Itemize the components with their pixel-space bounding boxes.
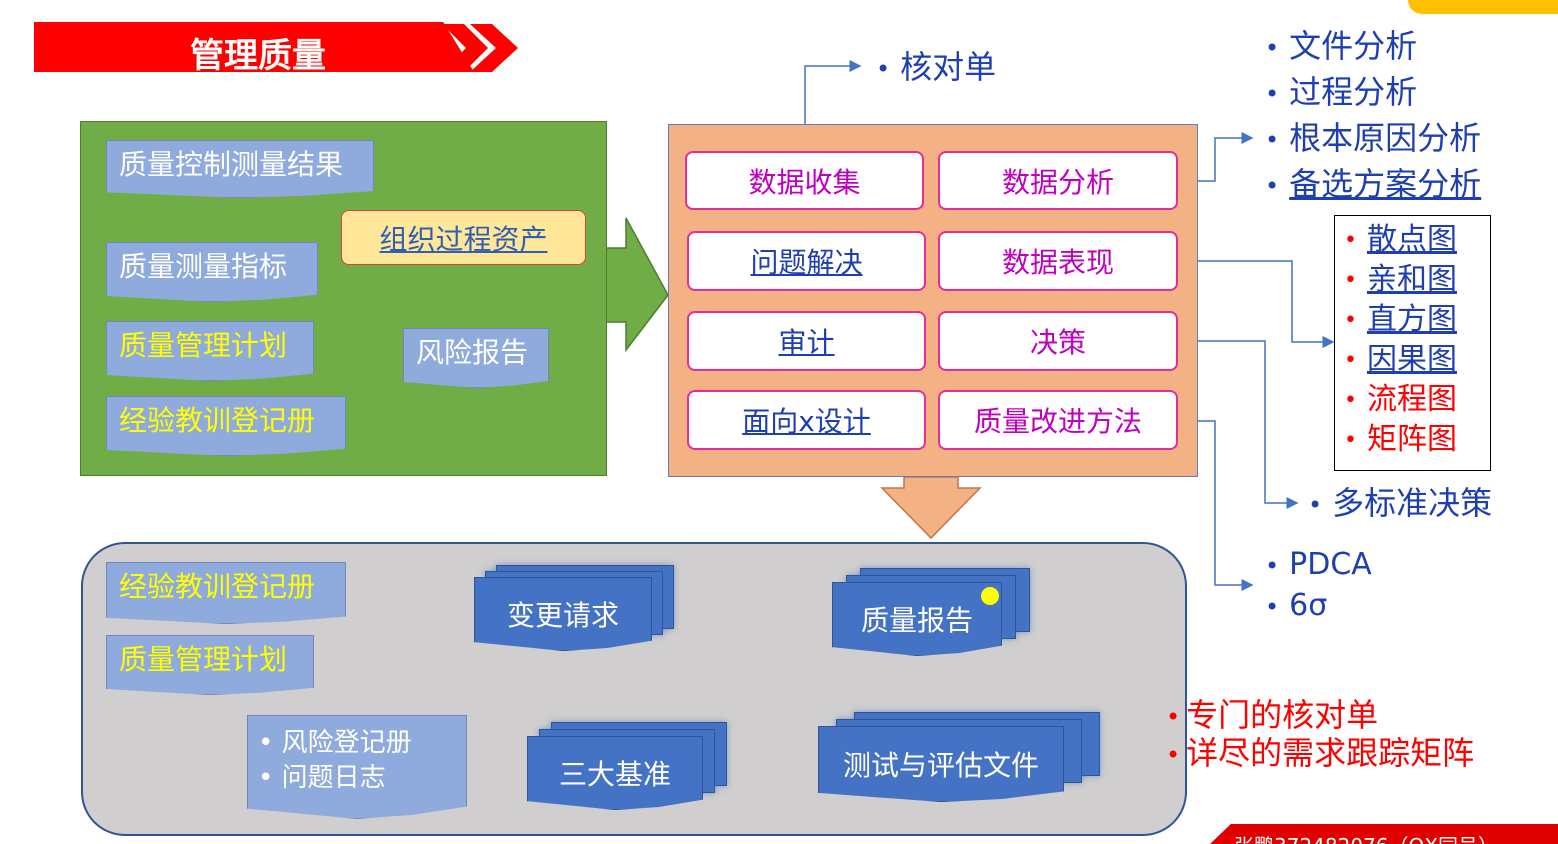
bullet-icon: • <box>1265 126 1280 154</box>
chart-item-affinity[interactable]: •亲和图 <box>1344 262 1457 297</box>
data-analysis-button[interactable]: 数据分析 <box>938 151 1178 210</box>
bullet-icon: • <box>1265 551 1280 580</box>
title-banner <box>34 22 474 72</box>
output-quality-management-plan: 质量管理计划 <box>106 635 314 695</box>
problem-solving-button[interactable]: 问题解决 <box>687 231 926 291</box>
input-quality-management-plan: 质量管理计划 <box>106 321 314 381</box>
bullet-icon: • <box>1265 172 1280 200</box>
bullet-icon: • <box>876 55 891 83</box>
analysis-item-document: •文件分析 <box>1265 27 1418 65</box>
change-request-docs: 变更请求 <box>474 565 674 651</box>
input-quality-control-measurements: 质量控制测量结果 <box>106 140 374 198</box>
bullet-icon: • <box>1265 592 1280 621</box>
page-title: 管理质量 <box>190 36 326 76</box>
test-evaluation-label: 测试与评估文件 <box>818 726 1064 802</box>
input-lessons-learned-register: 经验教训登记册 <box>106 396 346 456</box>
chart-item-scatter[interactable]: •散点图 <box>1344 222 1457 257</box>
bullet-icon: • <box>1166 703 1181 731</box>
input-risk-report: 风险报告 <box>403 328 549 388</box>
registers-doc: • 风险登记册 • 问题日志 <box>247 715 467 819</box>
bullet-icon: • <box>258 728 282 758</box>
output-lessons-learned-register: 经验教训登记册 <box>106 562 346 624</box>
bullet-icon: • <box>1344 427 1357 453</box>
test-evaluation-docs: 测试与评估文件 <box>818 712 1102 802</box>
highlight-dot-icon <box>981 587 999 605</box>
footer-tab: 张鹏372482076（QX同号） <box>1210 824 1558 844</box>
chart-item-histogram[interactable]: •直方图 <box>1344 302 1457 337</box>
audit-button[interactable]: 审计 <box>687 311 926 371</box>
chart-item-cause-effect[interactable]: •因果图 <box>1344 342 1457 377</box>
multi-criteria-decision-item: •多标准决策 <box>1308 484 1493 522</box>
org-process-assets[interactable]: 组织过程资产 <box>341 210 586 265</box>
bullet-icon: • <box>1265 80 1280 108</box>
pdca-item: •PDCA <box>1265 547 1372 582</box>
corner-decoration <box>1408 0 1558 14</box>
bullet-icon: • <box>1344 387 1357 413</box>
input-quality-metrics: 质量测量指标 <box>106 242 318 302</box>
quality-improvement-methods-button[interactable]: 质量改进方法 <box>938 390 1178 450</box>
analysis-item-process: •过程分析 <box>1265 73 1418 111</box>
bullet-icon: • <box>258 763 282 794</box>
baselines-docs: 三大基准 <box>527 722 727 810</box>
bullet-icon: • <box>1308 491 1323 519</box>
data-representation-list <box>1334 215 1491 471</box>
change-request-label: 变更请求 <box>474 577 652 651</box>
baselines-label: 三大基准 <box>527 736 703 810</box>
org-process-assets-link[interactable]: 组织过程资产 <box>379 222 548 256</box>
quality-report-label: 质量报告 <box>832 582 1002 656</box>
analysis-item-root-cause: •根本原因分析 <box>1265 119 1482 157</box>
special-checklist-item: •专门的核对单 <box>1166 696 1379 734</box>
chevrons-icon <box>442 24 518 72</box>
bullet-icon: • <box>1344 267 1357 293</box>
register-item-risk: • 风险登记册 <box>258 728 412 758</box>
bullet-icon: • <box>1344 347 1357 373</box>
data-representation-button[interactable]: 数据表现 <box>938 231 1178 291</box>
requirements-traceability-item: •详尽的需求跟踪矩阵 <box>1166 734 1475 772</box>
data-collection-button[interactable]: 数据收集 <box>685 151 924 210</box>
checklist-item: •核对单 <box>876 48 997 86</box>
analysis-item-alternatives[interactable]: •备选方案分析 <box>1265 165 1482 203</box>
footer-text: 张鹏372482076（QX同号） <box>1234 830 1498 844</box>
design-for-x-button[interactable]: 面向x设计 <box>687 390 926 450</box>
chart-item-flowchart: •流程图 <box>1344 382 1457 417</box>
bullet-icon: • <box>1344 227 1357 253</box>
six-sigma-item: •6σ <box>1265 588 1328 623</box>
bullet-icon: • <box>1265 34 1280 62</box>
bullet-icon: • <box>1166 741 1181 769</box>
bullet-icon: • <box>1344 307 1357 333</box>
quality-report-docs: 质量报告 <box>832 568 1032 656</box>
chart-item-matrix: •矩阵图 <box>1344 422 1457 457</box>
decision-making-button[interactable]: 决策 <box>938 311 1178 371</box>
register-item-issue-log: • 问题日志 <box>258 763 386 794</box>
